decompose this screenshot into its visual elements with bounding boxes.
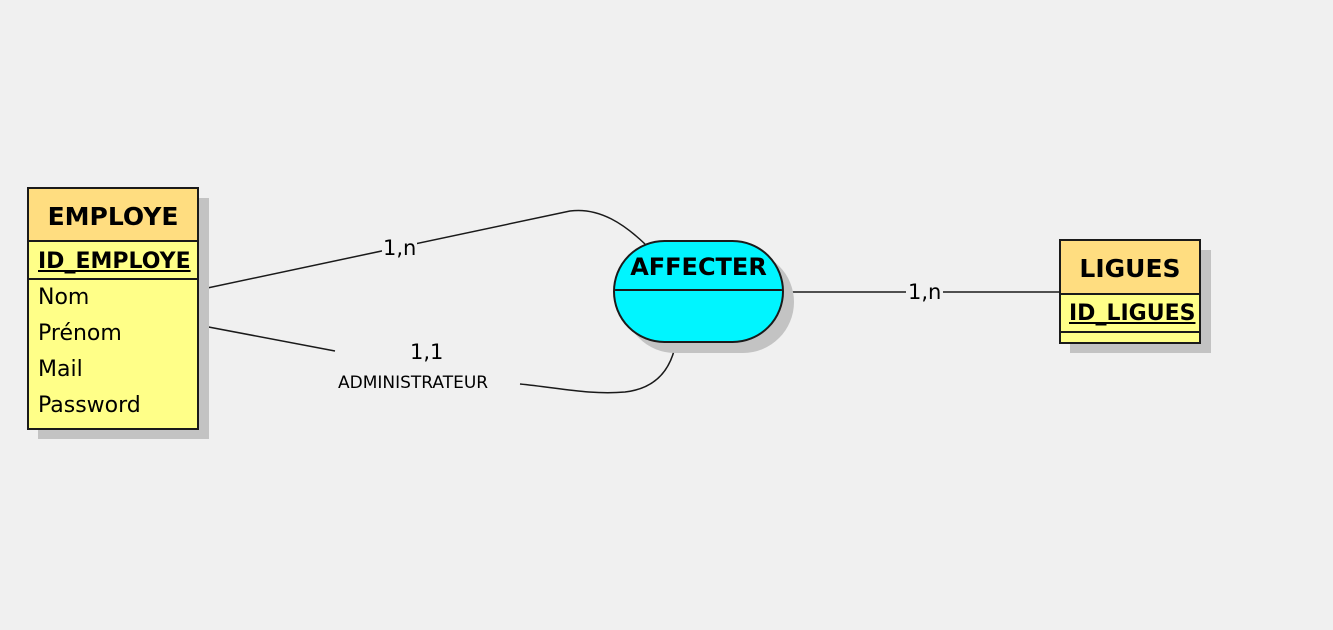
cardinality-employe-affecter-top: 1,n bbox=[382, 236, 418, 260]
entity-employe-attribute: Nom bbox=[38, 285, 90, 310]
entity-employe-identifier: ID_EMPLOYE bbox=[29, 242, 197, 280]
link-administrateur-role bbox=[519, 341, 677, 394]
entity-employe-attribute: Mail bbox=[38, 357, 83, 382]
entity-ligues-identifier: ID_LIGUES bbox=[1061, 295, 1199, 333]
entity-employe-attribute: Password bbox=[38, 393, 141, 418]
entity-ligues[interactable]: LIGUES ID_LIGUES bbox=[1059, 239, 1201, 344]
association-affecter-title: AFFECTER bbox=[615, 242, 782, 291]
entity-ligues-title: LIGUES bbox=[1061, 241, 1199, 295]
cardinality-affecter-ligues: 1,n bbox=[906, 280, 944, 304]
entity-employe[interactable]: EMPLOYE ID_EMPLOYE Nom Prénom Mail Passw… bbox=[27, 187, 199, 430]
entity-employe-title: EMPLOYE bbox=[29, 189, 197, 242]
association-affecter[interactable]: AFFECTER bbox=[613, 240, 784, 343]
link-employe-affecter-top bbox=[197, 209, 646, 291]
entity-employe-attribute: Prénom bbox=[38, 321, 122, 346]
cardinality-employe-affecter-bottom: 1,1 bbox=[410, 340, 444, 364]
link-employe-affecter-bottom bbox=[197, 324, 336, 352]
role-label-administrateur: ADMINISTRATEUR bbox=[338, 373, 489, 393]
